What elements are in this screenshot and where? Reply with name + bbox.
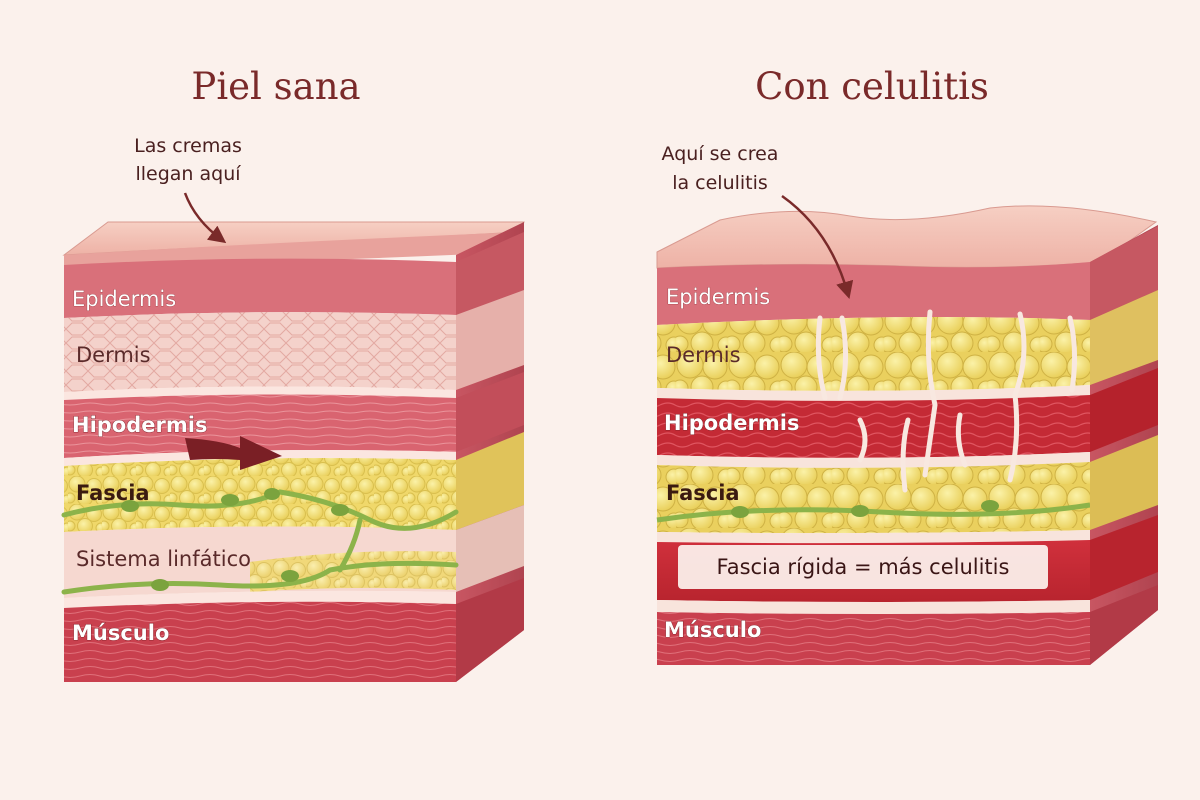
left-label-dermis: Dermis [76,343,151,367]
left-dermis-layer [64,312,456,392]
right-dermis-layer [657,316,1090,391]
right-label-fascia: Fascia [666,481,740,505]
right-annotation-line-1: Aquí se crea [662,143,779,165]
healthy-skin-block [61,221,525,682]
fibrous-septa [815,309,1078,493]
rigid-fascia-banner [678,545,1048,589]
left-flow-arrow [185,436,282,470]
right-title: Con celulitis [755,65,989,108]
left-annotation-line-2: llegan aquí [135,163,241,185]
left-label-hipodermis: Hipodermis [72,413,207,437]
left-title: Piel sana [191,65,360,108]
left-label-muscle: Músculo [72,621,169,645]
left-annotation-arrow [183,192,227,244]
left-label-fascia: Fascia [76,481,150,505]
left-muscle-layer [64,601,456,682]
right-label-muscle: Músculo [664,618,761,642]
right-top-face [656,205,1158,269]
right-epidermis-layer [657,262,1090,325]
cellulite-skin-block [656,205,1158,665]
right-annotation-line-2: la celulitis [672,172,768,194]
left-label-lymph: Sistema linfático [76,547,251,571]
right-label-dermis: Dermis [666,343,741,367]
right-banner-text: Fascia rígida = más celulitis [717,555,1010,579]
right-label-epidermis: Epidermis [666,285,770,309]
right-hipodermis-layer [657,395,1090,458]
left-annotation-line-1: Las cremas [134,135,242,157]
right-muscle-layer [657,612,1090,665]
left-hipodermis-layer [64,394,456,458]
right-annotation-arrow [781,194,854,300]
right-label-hipodermis: Hipodermis [664,411,799,435]
left-label-epidermis: Epidermis [72,287,176,311]
left-epidermis-layer [64,258,456,318]
left-lymph-vessel [61,489,459,595]
